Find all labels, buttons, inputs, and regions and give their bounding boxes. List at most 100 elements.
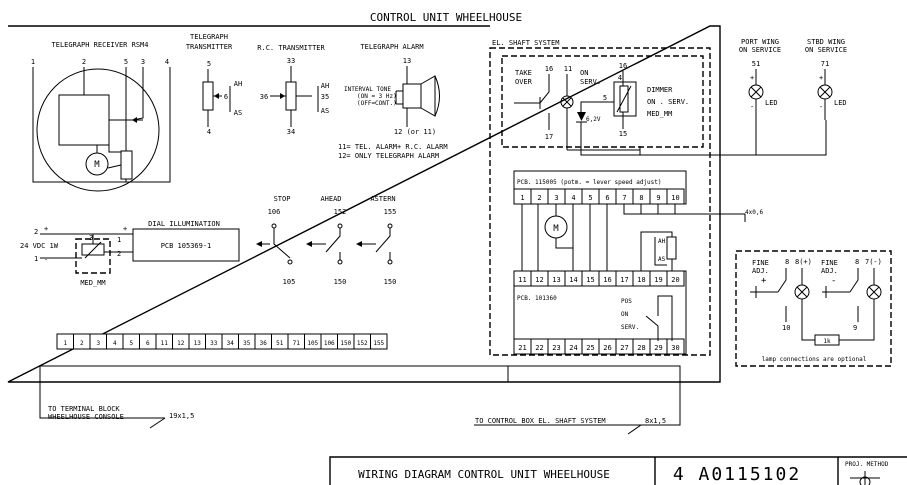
take-over-1: TAKE [515,69,532,77]
dial-pin-2: 2 [34,228,38,236]
shaft-system-label: EL. SHAFT SYSTEM [492,39,559,47]
dial-plus-right: + [123,225,127,233]
pcb-115005-terminal-label-6: 7 [622,194,626,202]
dial-supply: 24 VDC 1W [20,242,59,250]
alarm-horn-bell [434,75,440,117]
fine-right-top-8: 8 [855,258,859,266]
shaft-inner-frame [501,55,704,148]
pcb-101360-bottom-terminal-label-0: 21 [518,344,526,352]
shaft-terminal-11: 11 [564,65,572,73]
dial-pin-1b: 1 [117,236,121,244]
transmitter-wiring [207,69,231,127]
rc-wiring [270,66,319,127]
shaft-terminal-16a: 16 [545,65,553,73]
fine-adjust-frame [735,250,892,367]
switch-astern-top: 155 [384,208,397,216]
pcb-115005-wiring [521,204,746,271]
zener-label: 6,2V [586,116,601,123]
fine-right-bottom: 9 [853,324,857,332]
switch-stop: STOP 106 105 [256,195,295,286]
switch-stop-label: STOP [274,195,291,203]
terminal-block-label-8: 13 [194,340,202,347]
alarm-note-1: 11= TEL. ALARM+ R.C. ALARM [338,143,448,151]
terminal-block-label-6: 11 [161,340,169,347]
fine-right-1: FINE [821,259,838,267]
terminal-block-label-5: 6 [146,340,150,347]
terminal-block-label-13: 51 [276,340,284,347]
shaft-terminal-16b: 16 [619,62,627,70]
title-block-frame [329,456,907,485]
telegraph-receiver: TELEGRAPH RECEIVER RSM4 1 2 5 3 4 M [31,41,171,192]
fine-left-1: FINE [752,259,769,267]
terminal-block-box-19 [370,333,388,350]
switch-ahead-contact [310,228,341,260]
transmitter-terminal-4: 4 [207,128,211,136]
receiver-housing [36,68,160,192]
receiver-resistor [120,150,133,180]
pcb-101360-bottom-terminal-label-3: 24 [569,344,577,352]
transmitter-terminal-5: 5 [207,60,211,68]
pcb-101360-pot [666,236,677,260]
fine-left-plus: + [761,276,767,286]
fine-right-top-7: 7(-) [865,258,882,266]
fine-left-top-8plus: 8(+) [795,258,812,266]
stbd-wing-minus: - [819,103,823,111]
switch-ahead-label: AHEAD [320,195,341,203]
dial-pot-label: MED_MM [80,279,105,287]
port-wing-label-1: PORT WING [741,38,779,46]
pcb-101360-top-terminal-label-8: 19 [654,276,662,284]
terminal-block-label-19: 155 [373,340,384,347]
pcb-101360-top-terminal-label-7: 18 [637,276,645,284]
receiver-wiring [32,67,171,183]
cable-right [474,365,681,435]
switch-stop-contact [260,228,291,259]
pcb-115005-terminal-label-9: 10 [671,194,679,202]
on-serv-2: SERV. [580,78,601,86]
stbd-wing-label-1: STBD WING [807,38,845,46]
port-wing-plus: + [750,74,754,82]
pcb-101360-top-terminal-box-9 [666,270,685,287]
shaft-terminal-4: 4 [618,74,622,82]
pcb-101360-top-terminal-label-1: 12 [535,276,543,284]
switch-ahead: AHEAD 152 150 [306,195,346,286]
on-serv-lamp-cross [562,74,572,150]
cable-left-label-2: WHEELHOUSE CONSOLE [48,413,124,421]
pcb-115005-terminal-label-0: 1 [520,194,524,202]
dial-pin-3: 3 [89,234,93,242]
interval-tone-2: (ON = 3 Hz) [357,93,397,100]
switch-stop-top: 106 [268,208,281,216]
port-wing: PORT WING ON SERVICE 51 + - LED [739,38,781,120]
pcb-101360-top-terminal-label-5: 16 [603,276,611,284]
terminal-block-label-1: 2 [80,340,84,347]
pcb-101360-bottom-terminal-label-9: 30 [671,344,679,352]
port-wing-minus: - [750,103,754,111]
rc-potentiometer [285,81,297,111]
pcb-115005-terminal-label-3: 4 [571,194,575,202]
rc-terminal-34: 34 [287,128,295,136]
dial-pin-1: 1 [34,255,38,263]
rc-terminal-35: 35 [321,93,329,101]
pcb-101360-as: AS [658,256,666,263]
fine-resistor-label: 1k [823,338,831,345]
pcb-101360-bottom-terminal-label-2: 23 [552,344,560,352]
pcb-101360-bottom-terminal-label-5: 26 [603,344,611,352]
dial-minus-left: - [44,256,48,264]
rc-transmitter-label: R.C. TRANSMITTER [257,44,325,52]
stbd-wing-label-2: ON SERVICE [805,46,847,54]
pcb-101360-top-terminal-label-3: 14 [569,276,577,284]
pcb-115005-motor-label: M [553,224,559,234]
dial-illumination-label: DIAL ILLUMINATION [148,220,220,228]
dimmer-3: MED_MM [647,110,672,118]
title-block: WIRING DIAGRAM CONTROL UNIT WHEELHOUSE 4… [329,456,907,485]
fine-left-bottom: 10 [782,324,790,332]
rc-wiper-arrow [280,93,285,99]
stbd-wing-terminal: 71 [821,60,829,68]
terminal-block-label-9: 33 [210,340,218,347]
stbd-wing: STBD WING ON SERVICE 71 + - LED [805,38,847,120]
telegraph-transmitter-label-1: TELEGRAPH [190,33,228,41]
dial-pcb-label: PCB 105369-1 [161,242,212,250]
fine-adjust-wiring [750,268,880,341]
transmitter-as: AS [234,109,242,117]
